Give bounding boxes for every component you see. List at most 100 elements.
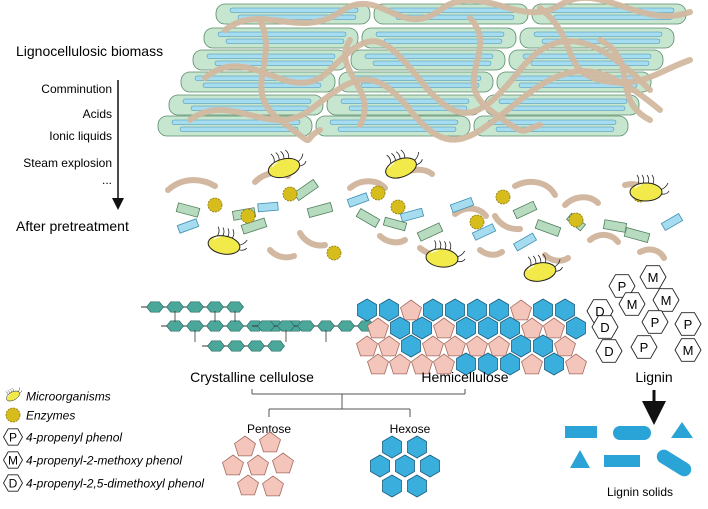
- pentose-unit: [389, 353, 411, 375]
- lignin-strand: [537, 5, 693, 86]
- hexose-unit: [423, 298, 443, 322]
- hexose-unit: [533, 334, 553, 358]
- glucose-unit: [317, 320, 335, 332]
- enzyme-icon: [568, 212, 584, 228]
- lignin-monomer-symbol: M: [683, 343, 694, 358]
- pentose-molecule: [259, 431, 281, 453]
- hexose-unit: [489, 298, 509, 322]
- glucose-unit: [207, 340, 225, 352]
- solid-triangle: [671, 422, 693, 438]
- pentose-molecule: [262, 475, 284, 497]
- enzyme-icon: [5, 407, 21, 423]
- cellulose-fragment: [175, 202, 201, 218]
- pretreatment-method: Acids: [83, 107, 112, 121]
- microfibril: [364, 53, 494, 59]
- lignin-monomer: [674, 312, 702, 336]
- microfibril: [206, 53, 336, 59]
- glucose-unit: [166, 320, 184, 332]
- flagellum: [270, 153, 275, 163]
- lignin-fragment: [587, 232, 621, 245]
- lignin-monomer-symbol: D: [595, 304, 604, 319]
- lignin-monomer-symbol: M: [661, 293, 672, 308]
- lignin-fragment: [347, 178, 388, 191]
- microfibril: [545, 7, 675, 13]
- microorganism-icon: [523, 253, 563, 282]
- biomass-label: Lignocellulosic biomass: [16, 43, 163, 59]
- hexose-unit: [390, 316, 410, 340]
- hexose-unit: [511, 334, 531, 358]
- lignin-solids-label: Lignin solids: [607, 485, 673, 499]
- cellulose-fragment: [534, 219, 562, 237]
- glucose-unit: [146, 301, 164, 313]
- lignin-fragment: [297, 230, 328, 249]
- lignin-monomer: [674, 338, 702, 362]
- cell-body: [267, 157, 301, 179]
- cell-body: [523, 262, 557, 282]
- pentose-unit: [543, 317, 565, 339]
- glucose-unit: [297, 320, 315, 332]
- pentose-unit: [367, 317, 389, 339]
- flagellum: [386, 154, 392, 164]
- hexose-unit: [478, 352, 498, 376]
- enzyme-icon: [370, 185, 386, 201]
- legend-symbol: M: [8, 454, 18, 468]
- hexose-molecule: [382, 435, 402, 459]
- pentose-molecule: [272, 452, 294, 474]
- glucose-unit: [206, 320, 224, 332]
- highlight: [213, 236, 221, 240]
- pentose-unit: [565, 353, 587, 375]
- lignin-strand: [467, 15, 543, 134]
- highlight: [527, 265, 534, 271]
- lignin-fragment: [512, 178, 558, 198]
- microfibril: [375, 31, 505, 37]
- lignin-monomer: [641, 310, 669, 334]
- microfibril: [217, 31, 347, 37]
- hexose-molecule: [395, 454, 415, 478]
- lignin-monomer-symbol: D: [604, 344, 613, 359]
- pentose-unit: [400, 299, 422, 321]
- flagellum: [11, 387, 15, 392]
- lignin-fragment: [267, 247, 297, 261]
- pentose-unit: [378, 335, 400, 357]
- hexose-molecule: [370, 454, 390, 478]
- glucose-unit: [257, 320, 275, 332]
- hexose-unit: [566, 316, 586, 340]
- pentose-unit: [521, 353, 543, 375]
- cellulose-fragment: [623, 227, 651, 243]
- lignin-monomer-symbol: P: [618, 279, 627, 294]
- solid-rectangle: [565, 426, 597, 438]
- microorganism-icon: [629, 174, 670, 202]
- glucose-unit: [166, 301, 184, 313]
- hexose-unit: [357, 298, 377, 322]
- hexose-unit: [478, 316, 498, 340]
- legend-symbol: D: [9, 477, 18, 491]
- flagellum: [527, 256, 532, 266]
- lignin-fragment: [492, 213, 523, 233]
- crystalline-cellulose-structure: [141, 301, 375, 352]
- pentose-unit: [367, 353, 389, 375]
- lignin-monomer: [618, 292, 646, 316]
- pretreatment-method: Steam explosion: [23, 156, 112, 170]
- lignin-strand: [202, 38, 653, 116]
- hexose-label: Hexose: [390, 422, 431, 436]
- hexose-unit: [401, 334, 421, 358]
- cellulose-fragment: [293, 178, 319, 202]
- lignin-monomer-symbol: M: [627, 297, 638, 312]
- microfibril: [182, 98, 312, 104]
- hexose-molecule: [420, 454, 440, 478]
- pentose-unit: [466, 335, 488, 357]
- enzyme-icon: [390, 199, 406, 215]
- fiber: [519, 27, 675, 49]
- flagellum: [542, 253, 547, 263]
- hemicellulose-structure: [356, 298, 587, 376]
- pentose-molecule: [222, 454, 244, 476]
- lignin-solids-shapes: [565, 422, 693, 477]
- solid-triangle: [570, 450, 590, 468]
- microfibril-fragment: [399, 207, 425, 223]
- microorganisms: [207, 149, 670, 282]
- hexose-unit: [456, 316, 476, 340]
- lignin-strand: [222, 0, 693, 33]
- pretreatment-method: ...: [102, 173, 112, 187]
- flagellum: [231, 229, 235, 239]
